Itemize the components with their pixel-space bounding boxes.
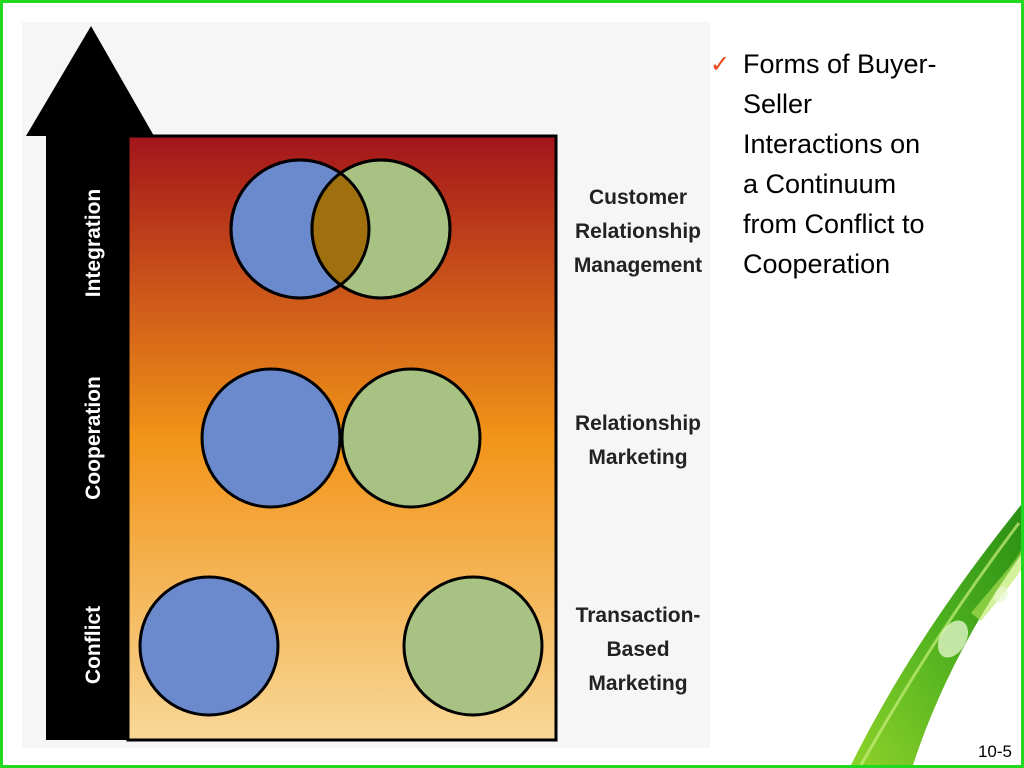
level-label-line: Marketing — [588, 446, 687, 469]
axis-label-cooperation: Cooperation — [82, 376, 105, 500]
leaf-decoration — [851, 505, 1021, 765]
circles-transaction — [138, 575, 544, 717]
level-label-line: Transaction- — [576, 604, 701, 627]
overlap-area — [312, 160, 369, 298]
level-label-line: Management — [574, 254, 702, 277]
slide-number: 10-5 — [977, 742, 1012, 761]
level-label-relationship: Relationship Marketing — [575, 412, 701, 469]
seller-circle — [402, 575, 544, 717]
bullet-text: Forms of Buyer- Seller Interactions on a… — [743, 49, 937, 279]
arrow-head — [26, 26, 154, 136]
diagram-panel: Integration Cooperation Conflict Custome… — [22, 22, 710, 748]
level-label-line: Based — [606, 638, 669, 661]
arrow-shaft — [26, 136, 128, 740]
level-label-transaction: Transaction- Based Marketing — [576, 604, 701, 695]
level-label-line: Relationship — [575, 220, 701, 243]
seller-circle — [340, 367, 482, 509]
checkmark-icon: ✓ — [710, 50, 731, 78]
axis-label-integration: Integration — [82, 189, 105, 298]
continuum-diagram: Integration Cooperation Conflict Custome… — [26, 26, 702, 742]
level-label-line: Customer — [589, 186, 687, 209]
circles-crm — [229, 158, 452, 300]
buyer-circle — [138, 575, 280, 717]
circles-relationship — [200, 367, 482, 509]
buyer-circle — [200, 367, 342, 509]
level-label-crm: Customer Relationship Management — [574, 186, 702, 277]
level-label-line: Marketing — [588, 672, 687, 695]
level-label-line: Relationship — [575, 412, 701, 435]
axis-label-conflict: Conflict — [82, 606, 105, 684]
